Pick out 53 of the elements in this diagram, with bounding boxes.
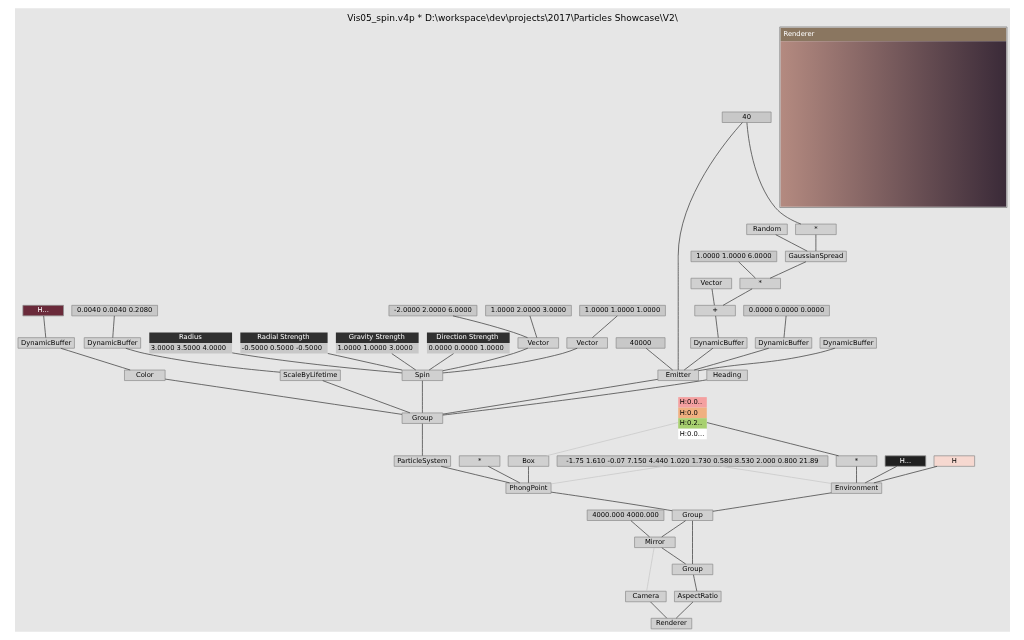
connector	[722, 288, 752, 306]
connector	[550, 491, 673, 512]
connector	[815, 234, 816, 252]
connector	[645, 547, 654, 592]
connector	[442, 379, 658, 415]
connector	[697, 347, 835, 372]
connector	[321, 380, 410, 414]
connector	[675, 601, 693, 619]
connector	[390, 353, 416, 371]
connector	[693, 347, 769, 371]
connector	[873, 465, 937, 484]
connector	[442, 347, 528, 372]
connector	[630, 520, 650, 538]
connector	[660, 547, 686, 565]
connector	[421, 423, 423, 456]
connector	[711, 288, 715, 306]
connector	[545, 422, 678, 457]
connector	[164, 378, 402, 415]
connector	[428, 353, 454, 371]
connector	[706, 422, 839, 457]
connector	[442, 347, 578, 374]
connector	[677, 122, 743, 371]
connector	[111, 315, 115, 338]
connector	[774, 234, 808, 252]
connector	[746, 122, 801, 225]
connector	[421, 380, 423, 414]
connector	[42, 315, 46, 338]
diagram-title: Vis05_spin.v4p * D:\workspace\dev\projects\2017\Particles Showcase\V2\	[346, 13, 678, 24]
connector	[683, 347, 713, 371]
connector	[440, 465, 510, 484]
connector	[737, 261, 756, 279]
connector	[855, 466, 857, 484]
connector	[452, 315, 528, 338]
connector	[326, 353, 402, 371]
connector	[720, 465, 831, 484]
connector	[487, 466, 520, 484]
connector	[59, 347, 131, 371]
connector	[692, 574, 697, 592]
connector	[527, 466, 529, 484]
connector	[231, 352, 402, 374]
connector	[864, 466, 897, 484]
connector	[649, 601, 667, 619]
connector	[660, 520, 686, 538]
connector	[714, 315, 719, 338]
connector	[591, 315, 618, 338]
connector	[691, 520, 693, 565]
connector	[783, 315, 786, 338]
connector	[550, 465, 664, 485]
connector	[712, 492, 832, 512]
connector	[529, 315, 537, 338]
connector	[645, 347, 673, 371]
connector	[769, 261, 806, 279]
connector	[124, 347, 281, 373]
